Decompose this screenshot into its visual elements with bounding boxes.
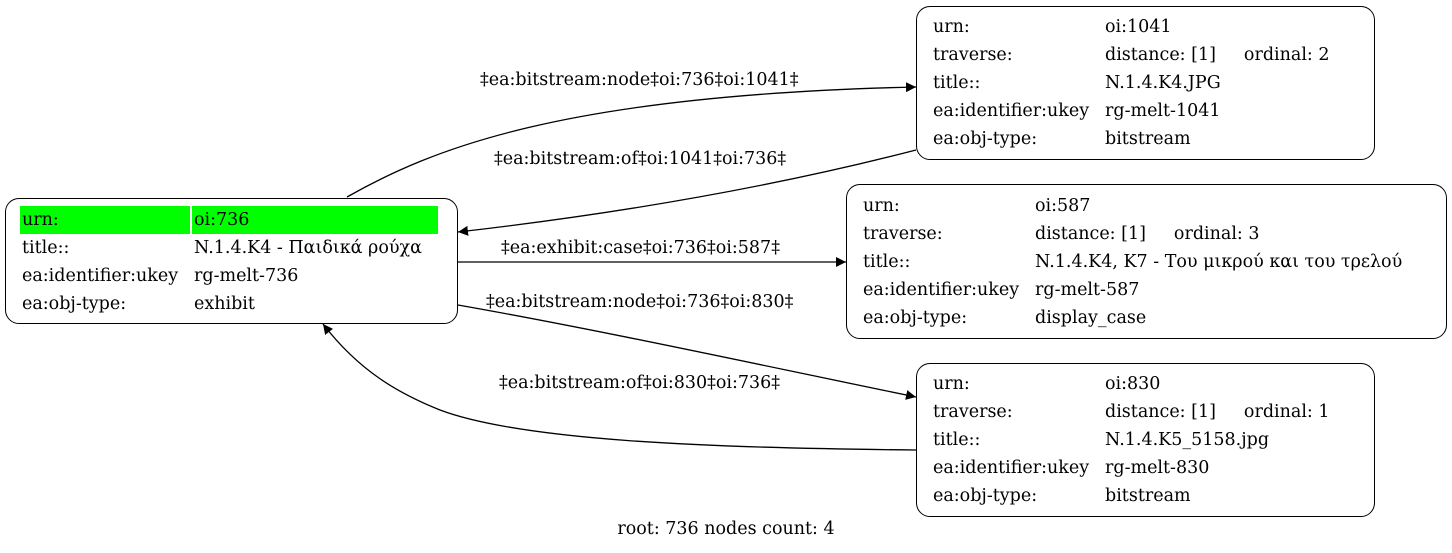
title-value: N.1.4.K4, K7 - Του μικρού και του τρελού: [1035, 252, 1403, 272]
title-value: N.1.4.K4.JPG: [1105, 73, 1221, 93]
urn-row: urn: oi:736: [20, 206, 438, 234]
type-key: ea:obj-type:: [933, 486, 1038, 506]
node-oi-736[interactable]: urn: oi:736 title:: N.1.4.K4 - Παιδικά ρ…: [5, 198, 458, 324]
title-key: title::: [22, 238, 70, 258]
title-value: N.1.4.K4 - Παιδικά ρούχα: [194, 238, 422, 258]
edge-736-to-1041: [346, 82, 917, 198]
type-value: display_case: [1035, 308, 1147, 328]
node-oi-830[interactable]: urn: oi:830 traverse: distance: [1] ordin…: [916, 363, 1375, 517]
edge-label-736-to-1041: ‡ea:bitstream:node‡oi:736‡oi:1041‡: [480, 70, 799, 90]
traverse-value: distance: [1] ordinal: 3: [1033, 220, 1404, 248]
type-value: bitstream: [1105, 129, 1191, 149]
ukey-key: ea:identifier:ukey: [933, 101, 1090, 121]
title-value: N.1.4.K5_5158.jpg: [1105, 430, 1270, 450]
type-key: ea:obj-type:: [22, 294, 127, 314]
distance-value: distance: [1]: [1105, 402, 1216, 422]
node-oi-830-table: urn: oi:830 traverse: distance: [1] ordin…: [929, 370, 1334, 510]
title-key: title::: [933, 73, 981, 93]
ukey-value: rg-melt-736: [194, 266, 299, 286]
edge-label-830-to-736: ‡ea:bitstream:of‡oi:830‡oi:736‡: [499, 373, 781, 393]
type-value: exhibit: [194, 294, 255, 314]
type-key: ea:obj-type:: [933, 129, 1038, 149]
ordinal-value: ordinal: 3: [1173, 224, 1260, 244]
edge-736-to-830: [457, 304, 917, 400]
edge-label-736-to-587: ‡ea:exhibit:case‡oi:736‡oi:587‡: [501, 238, 780, 258]
distance-value: distance: [1]: [1105, 45, 1216, 65]
ukey-key: ea:identifier:ukey: [933, 458, 1090, 478]
node-oi-587[interactable]: urn: oi:587 traverse: distance: [1] ordin…: [846, 184, 1447, 339]
ukey-value: rg-melt-1041: [1105, 101, 1221, 121]
title-row: title:: N.1.4.K4 - Παιδικά ρούχα: [20, 234, 438, 262]
edge-label-1041-to-736: ‡ea:bitstream:of‡oi:1041‡oi:736‡: [494, 149, 787, 169]
urn-value: oi:736: [192, 206, 438, 234]
graph-footer: root: 736 nodes count: 4: [617, 519, 835, 539]
traverse-key: traverse:: [933, 45, 1013, 65]
type-row: ea:obj-type: exhibit: [20, 290, 438, 318]
title-key: title::: [863, 252, 911, 272]
node-oi-1041-table: urn: oi:1041 traverse: distance: [1] ordi…: [929, 13, 1334, 153]
edge-label-736-to-830: ‡ea:bitstream:node‡oi:736‡oi:830‡: [486, 292, 794, 312]
traverse-value: distance: [1] ordinal: 2: [1103, 41, 1332, 69]
traverse-value: distance: [1] ordinal: 1: [1103, 398, 1332, 426]
ukey-value: rg-melt-587: [1035, 280, 1140, 300]
distance-value: distance: [1]: [1035, 224, 1146, 244]
type-key: ea:obj-type:: [863, 308, 968, 328]
urn-key: urn:: [933, 374, 970, 394]
urn-key: urn:: [20, 206, 190, 234]
ukey-key: ea:identifier:ukey: [22, 266, 179, 286]
urn-value: oi:1041: [1105, 17, 1172, 37]
urn-value: oi:587: [1035, 196, 1091, 216]
title-key: title::: [933, 430, 981, 450]
edge-830-to-736: [322, 323, 917, 451]
urn-value: oi:830: [1105, 374, 1161, 394]
traverse-key: traverse:: [933, 402, 1013, 422]
ordinal-value: ordinal: 1: [1243, 402, 1330, 422]
ordinal-value: ordinal: 2: [1243, 45, 1330, 65]
node-oi-736-table: urn: oi:736 title:: N.1.4.K4 - Παιδικά ρ…: [18, 206, 440, 318]
edge-1041-to-736: [457, 149, 917, 236]
ukey-row: ea:identifier:ukey rg-melt-736: [20, 262, 438, 290]
ukey-value: rg-melt-830: [1105, 458, 1210, 478]
type-value: bitstream: [1105, 486, 1191, 506]
urn-key: urn:: [863, 196, 900, 216]
ukey-key: ea:identifier:ukey: [863, 280, 1020, 300]
traverse-key: traverse:: [863, 224, 943, 244]
node-oi-587-table: urn: oi:587 traverse: distance: [1] ordin…: [859, 192, 1406, 332]
node-oi-1041[interactable]: urn: oi:1041 traverse: distance: [1] ordi…: [916, 6, 1375, 160]
urn-key: urn:: [933, 17, 970, 37]
